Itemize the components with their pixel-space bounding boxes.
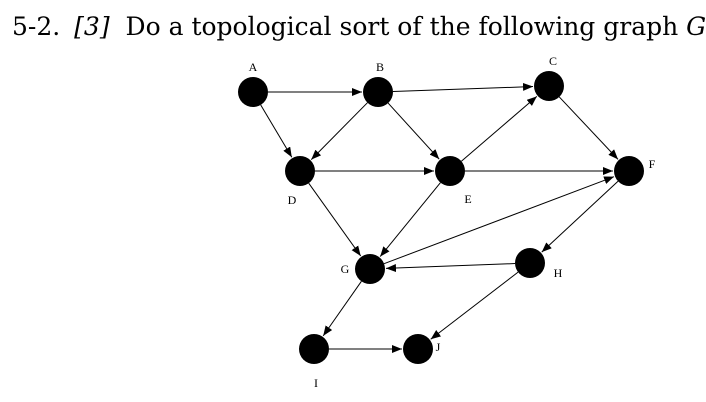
edge-g-i <box>322 281 362 337</box>
node-g <box>355 254 385 284</box>
node-label-i: I <box>314 376 318 390</box>
node-f <box>614 156 644 186</box>
graph-variable: G <box>686 12 706 41</box>
node-label-g: G <box>341 262 350 276</box>
edge-b-d <box>310 102 368 160</box>
node-layer <box>238 71 644 364</box>
edge-b-e <box>387 102 440 160</box>
node-label-c: C <box>549 54 557 68</box>
node-i <box>299 334 329 364</box>
node-b <box>363 77 393 107</box>
node-label-d: D <box>288 193 297 207</box>
edge-b-c <box>392 82 534 92</box>
edge-e-g <box>379 182 441 257</box>
problem-number: 5-2. <box>12 12 61 41</box>
edge-h-j <box>430 271 519 340</box>
difficulty-rating: [3] <box>74 12 110 41</box>
node-label-j: J <box>436 340 441 354</box>
node-c <box>534 71 564 101</box>
edge-f-h <box>541 180 619 253</box>
node-label-a: A <box>249 60 258 74</box>
label-layer: A B C D E F G H I J <box>249 54 656 390</box>
node-a <box>238 77 268 107</box>
problem-statement: 5-2. [3] Do a topological sort of the fo… <box>12 14 706 39</box>
node-label-b: B <box>376 60 384 74</box>
problem-text: Do a topological sort of the following g… <box>125 12 679 41</box>
edge-h-g <box>385 263 516 273</box>
edge-e-c <box>461 96 538 162</box>
edge-layer <box>260 82 619 353</box>
edge-c-f <box>558 96 619 160</box>
node-d <box>285 156 315 186</box>
node-h <box>515 248 545 278</box>
node-label-h: H <box>554 266 563 280</box>
node-e <box>435 156 465 186</box>
node-label-e: E <box>464 192 471 206</box>
node-j <box>403 334 433 364</box>
edge-a-d <box>260 104 293 158</box>
edge-d-g <box>308 182 362 257</box>
edge-g-f <box>383 176 615 265</box>
node-label-f: F <box>649 157 656 171</box>
